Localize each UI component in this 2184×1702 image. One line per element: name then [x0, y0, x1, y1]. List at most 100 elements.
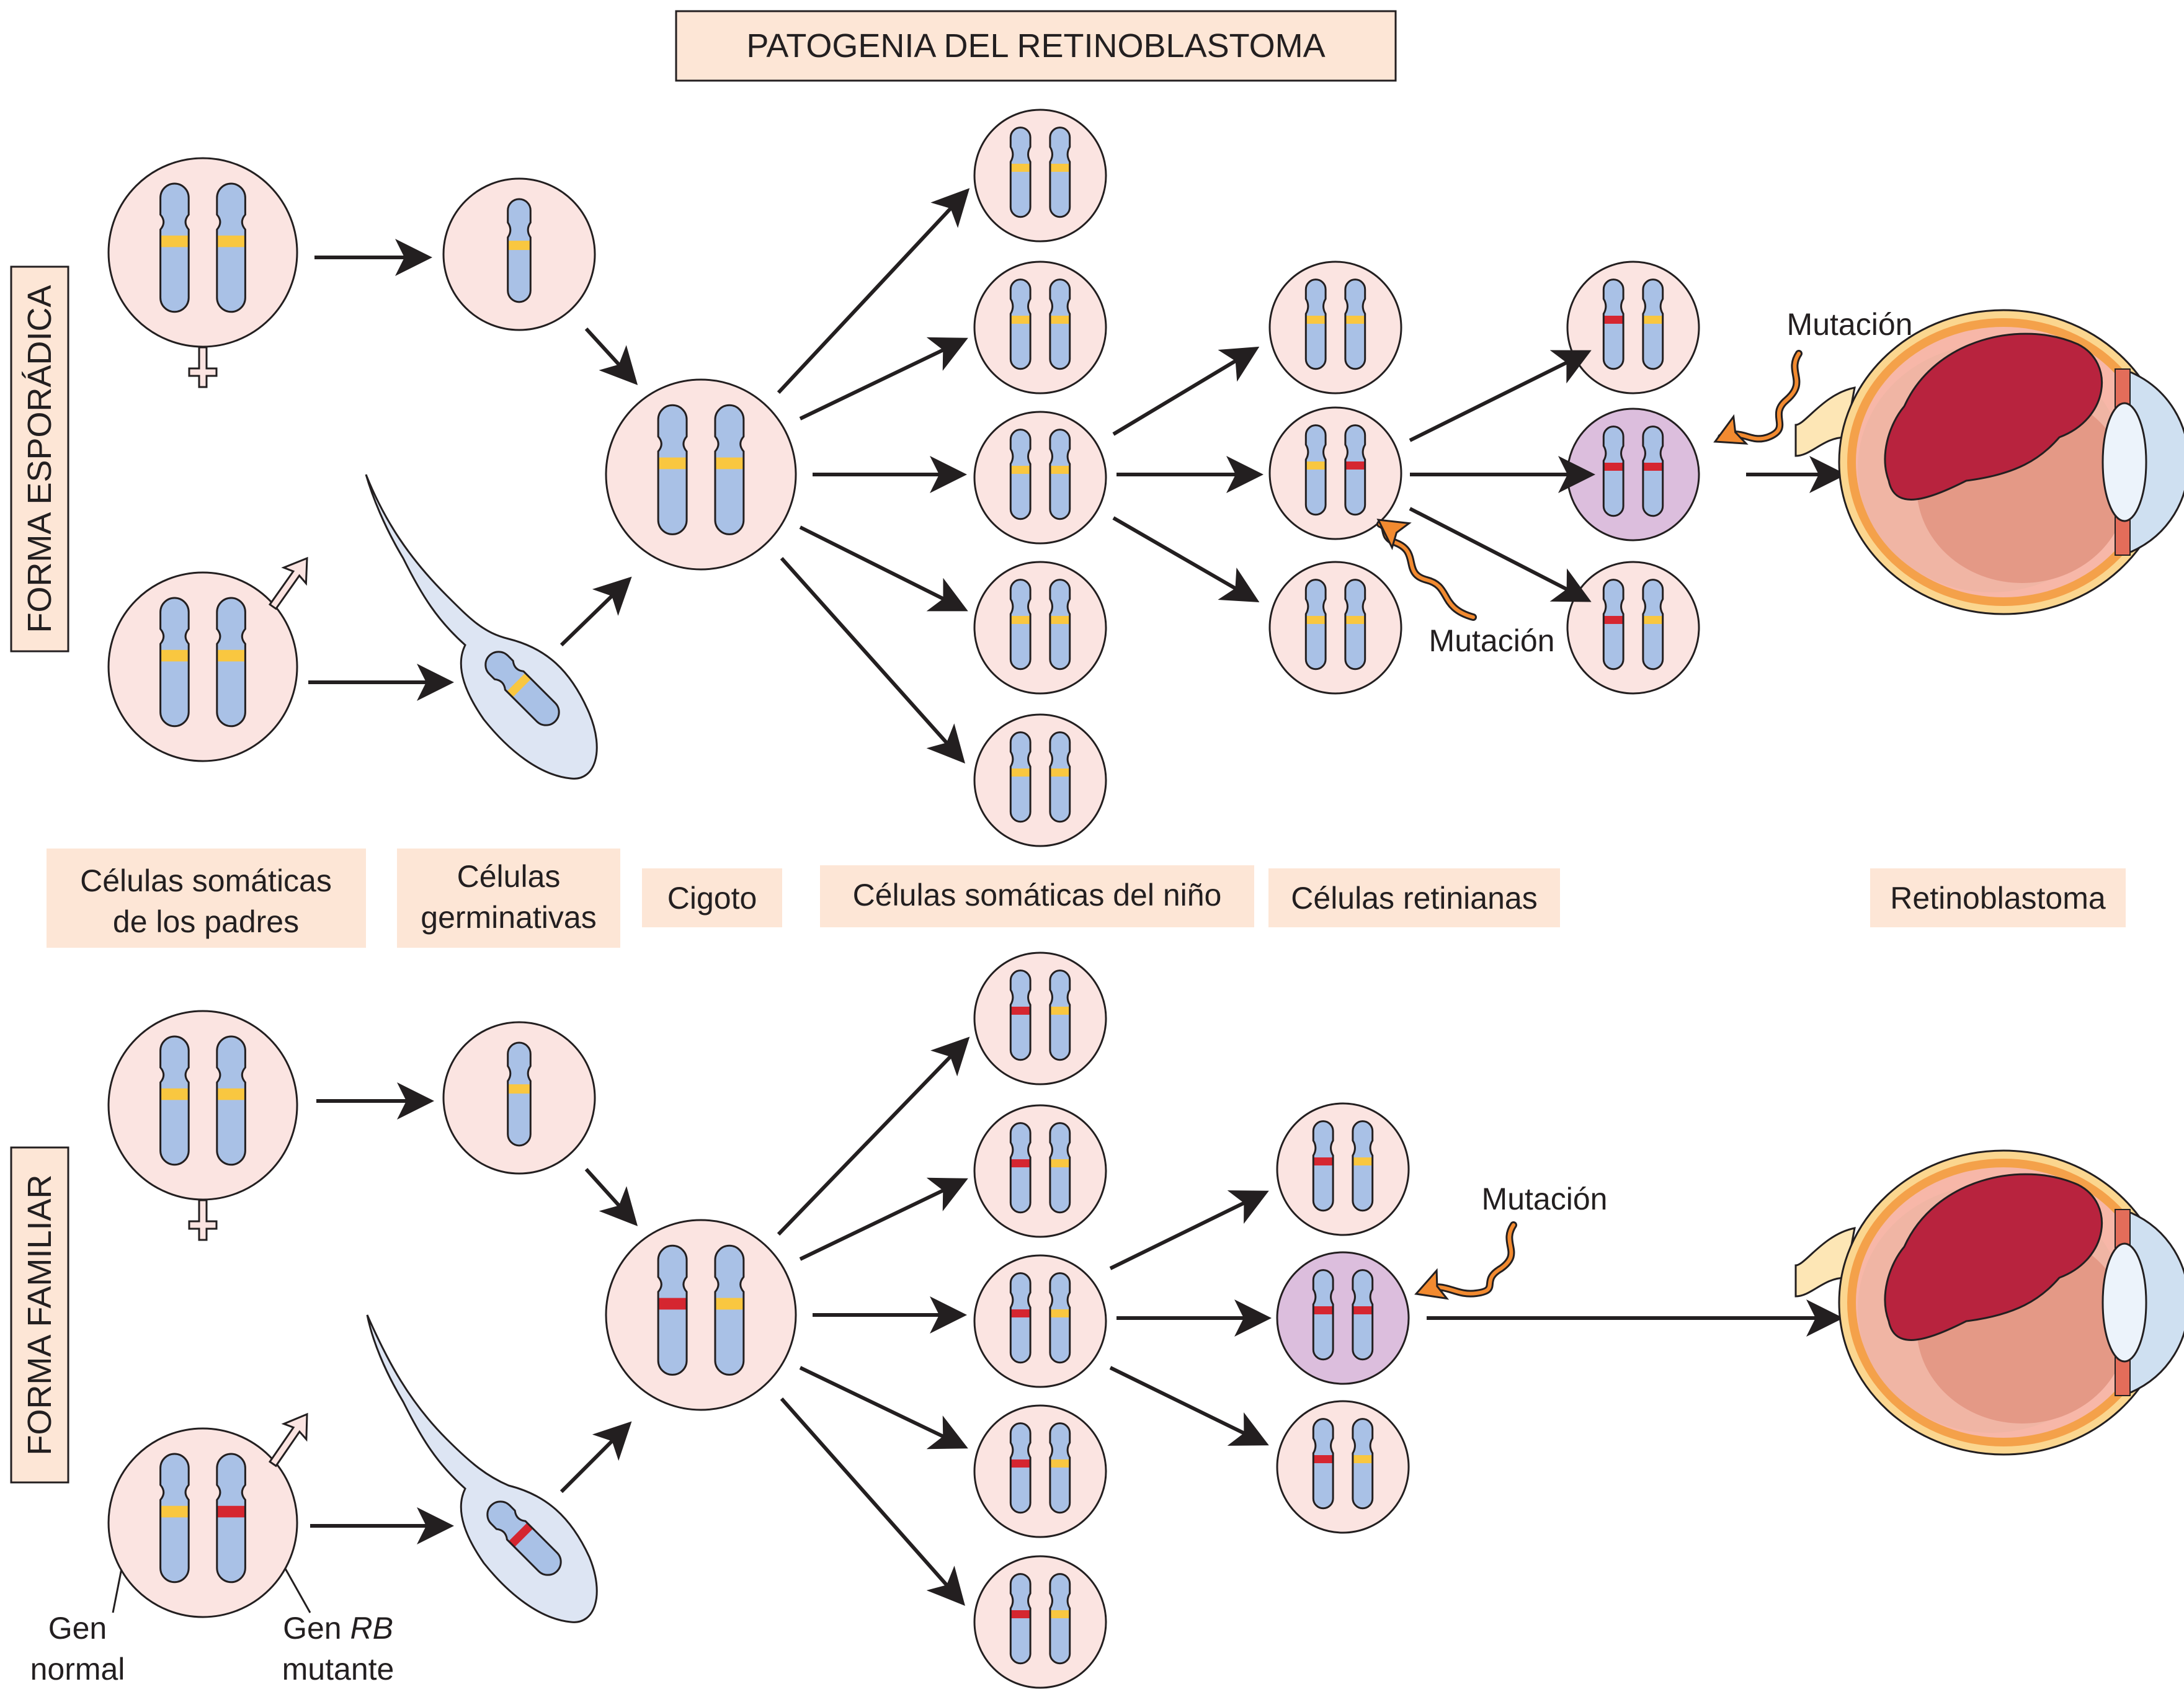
chromosome	[1049, 278, 1071, 370]
cell-membrane	[973, 1404, 1107, 1538]
chromosome	[216, 597, 246, 728]
normal-gene-band	[1050, 1309, 1070, 1317]
chromosome-outline	[1049, 1122, 1071, 1214]
chromosome-body	[1050, 1273, 1070, 1363]
cornea	[2130, 371, 2184, 553]
chromosome-outline	[1049, 278, 1071, 370]
familial-tumor-cell	[1276, 1251, 1410, 1385]
chromosome-outline	[507, 1041, 532, 1147]
chromosome-outline	[1642, 425, 1664, 517]
normal-gene-band	[1050, 1459, 1070, 1468]
familial-child-cell-4	[973, 1404, 1107, 1538]
mutant-gene-band	[216, 1505, 246, 1518]
eye-sporadic	[1794, 309, 2184, 615]
normal-gene-band	[1050, 769, 1070, 777]
chromosome-outline	[1352, 1120, 1374, 1212]
chromosome	[1602, 425, 1625, 517]
chromosome	[1312, 1418, 1334, 1510]
arrow-zygote-child-4	[799, 525, 968, 612]
normal-gene-band	[715, 1298, 744, 1310]
arrow-zygote-child-f5	[780, 1397, 965, 1606]
chromosome	[507, 1041, 532, 1147]
arrow-zygote-child-f1	[777, 1036, 970, 1236]
chromosome	[216, 182, 246, 313]
cell-membrane	[1566, 561, 1700, 695]
chromosome-outline	[1049, 1573, 1071, 1665]
chromosome-body	[507, 198, 531, 302]
familial-zygote	[605, 1219, 797, 1411]
chromosome-body	[1050, 1423, 1070, 1513]
parents-label-1: Células somáticas	[80, 863, 332, 898]
chromosome-body	[1603, 279, 1624, 369]
rb-gene-prefix: Gen	[283, 1611, 350, 1646]
mutation-head-sporadic-1	[1376, 519, 1412, 550]
chromosome-body	[1010, 1423, 1031, 1513]
familial-form-label: FORMA FAMILIAR	[21, 1174, 58, 1455]
arrow-child-retina-3	[1112, 516, 1260, 603]
chromosome-body	[1010, 429, 1031, 519]
mutation-head-sporadic-2	[1713, 414, 1749, 445]
familial-child-cell-5	[973, 1555, 1107, 1689]
arrow-zygote-child-1	[777, 188, 970, 394]
mutation-arrow-familial	[1420, 1221, 1517, 1298]
chromosome	[1304, 579, 1327, 671]
chromosome-body	[1313, 1121, 1334, 1211]
rb-gene-italic: RB	[350, 1611, 393, 1646]
chromosome-outline	[1009, 1272, 1032, 1364]
tumor-mass	[1884, 1173, 2103, 1341]
chromosome-body	[216, 1036, 246, 1165]
familial-side-label: FORMA FAMILIAR	[10, 1146, 69, 1484]
chromosome-outline	[1049, 731, 1071, 823]
sporadic-side-label: FORMA ESPORÁDICA	[10, 265, 69, 653]
sperm-body	[365, 474, 598, 780]
chromosome	[159, 597, 190, 728]
mutant-gene-band	[1010, 1159, 1031, 1167]
mutant-gene-band	[1603, 463, 1624, 471]
chromosome-outline	[1312, 1418, 1334, 1510]
chromosome	[1009, 1272, 1032, 1364]
sporadic-retinal-cell-1	[1268, 261, 1402, 394]
chromosome-outline	[1344, 424, 1366, 516]
chromosome-body	[1050, 579, 1070, 669]
normal-gene-band	[507, 241, 531, 251]
normal-gene-band	[216, 649, 246, 662]
chromosome	[1009, 127, 1032, 218]
tumor-label: Retinoblastoma	[1890, 881, 2106, 916]
arrow-child-retina-f3	[1109, 1366, 1269, 1446]
male-arrow-shape	[269, 556, 308, 610]
chromosome-outline	[714, 1244, 745, 1376]
female-symbol	[188, 346, 218, 388]
mutation-label-familial: Mutación	[1482, 1182, 1608, 1216]
chromosome-body	[1306, 579, 1326, 669]
chromosome-outline	[1009, 731, 1032, 823]
chromosome-body	[1050, 970, 1070, 1060]
normal-gene-band	[1010, 316, 1031, 324]
chromosome-body	[1603, 426, 1624, 516]
normal-gene-band	[1642, 316, 1663, 324]
cell-membrane	[973, 1104, 1107, 1238]
chromosome-outline	[1049, 1272, 1071, 1364]
sperm-cell	[365, 474, 598, 780]
arrow-zygote-child-5	[780, 557, 965, 764]
mutant-gene-band	[1010, 1459, 1031, 1468]
chromosome	[1304, 424, 1327, 516]
normal-gene-label-2: normal	[30, 1652, 125, 1686]
chromosome-body	[658, 405, 687, 535]
chromosome-outline	[1009, 1122, 1032, 1214]
familial-child-cell-2	[973, 1104, 1107, 1238]
chromosome-outline	[1049, 579, 1071, 671]
chromosome-outline	[216, 182, 246, 313]
chromosome-outline	[1312, 1120, 1334, 1212]
chromosome	[1602, 278, 1625, 370]
cell-membrane	[1276, 1400, 1410, 1534]
mutation-arrow-sporadic-2	[1718, 350, 1803, 443]
sporadic-retinal-cell-2	[1268, 406, 1402, 540]
normal-gene-band	[160, 235, 189, 247]
mother-somatic-cell-familial	[107, 1010, 298, 1201]
chromosome-body	[1313, 1270, 1334, 1360]
chromosome-body	[715, 1245, 744, 1375]
chromosome	[1009, 731, 1032, 823]
chromosome-body	[216, 184, 246, 312]
normal-gene-band	[1050, 1610, 1070, 1618]
chromosome-outline	[507, 198, 532, 303]
